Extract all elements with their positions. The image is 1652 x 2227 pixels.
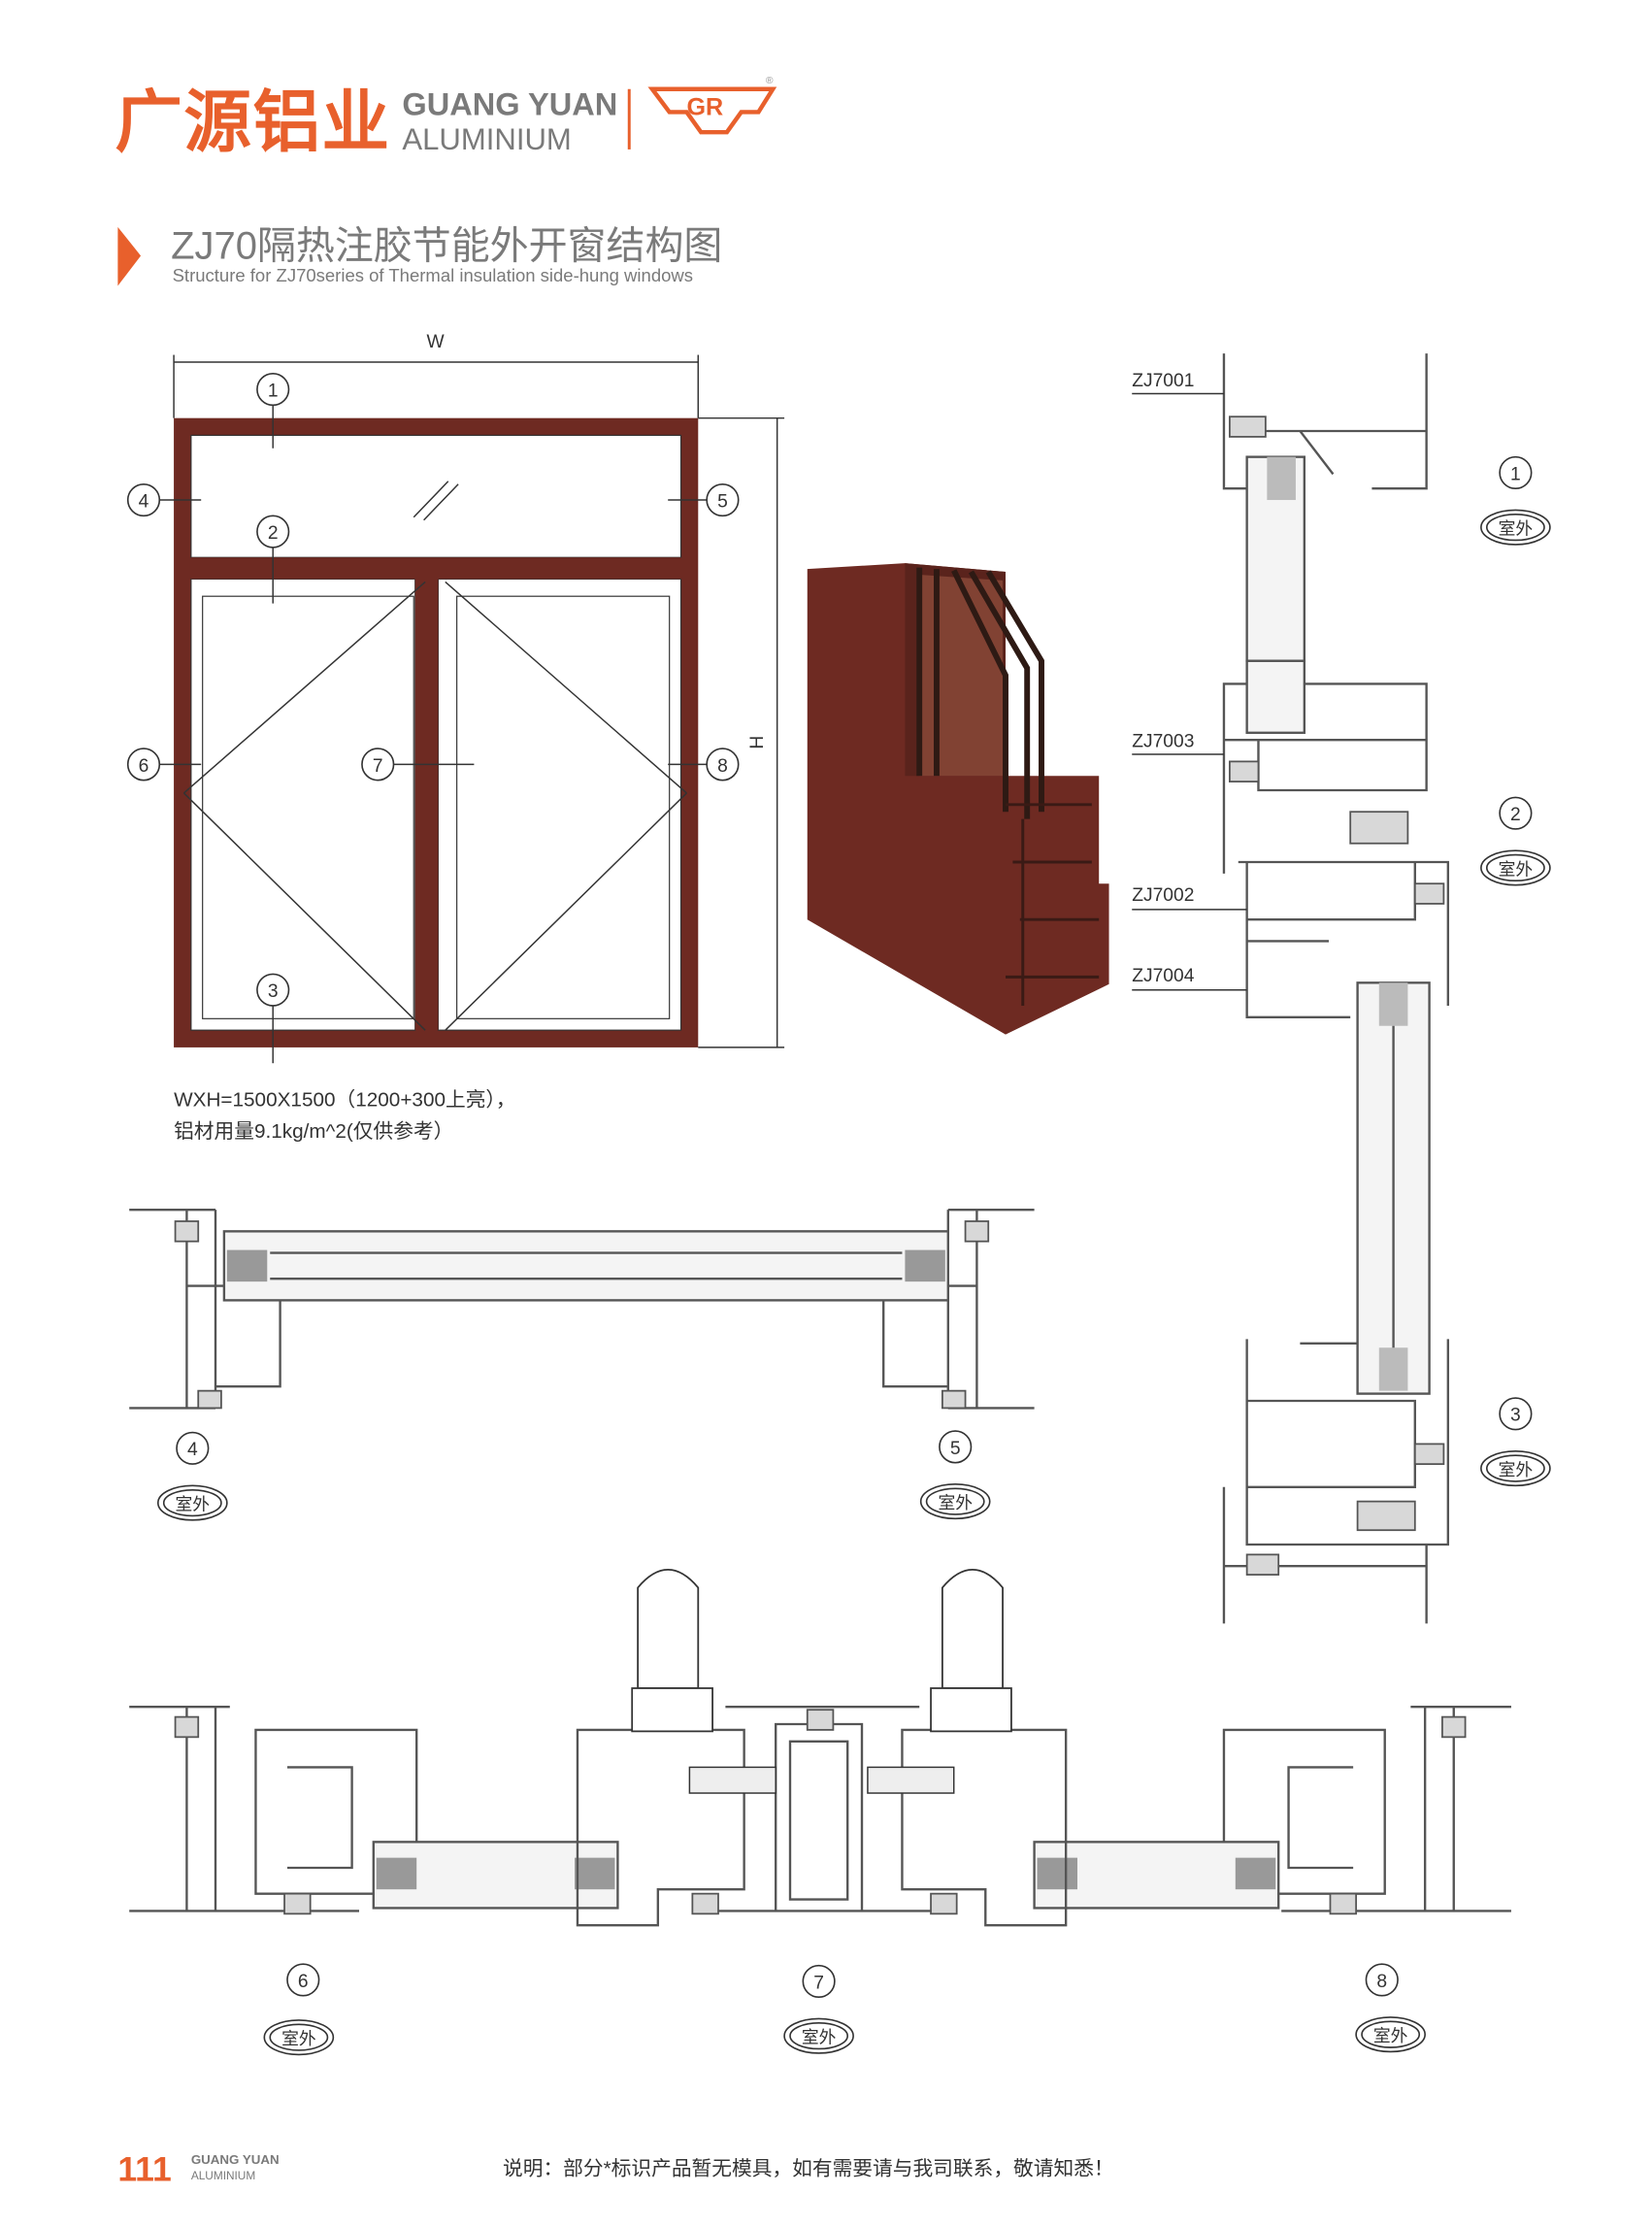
bottom-section-drawing: 6 室外 7 室外 8 室外 (129, 1569, 1511, 2056)
page-subtitle: Structure for ZJ70series of Thermal insu… (173, 265, 693, 285)
brand-english-line2: ALUMINIUM (402, 122, 571, 156)
spec-dimensions: WXH=1500X1500（1200+300上亮）， (174, 1089, 515, 1112)
height-label: H (745, 736, 766, 749)
marker-2: 2 (256, 515, 290, 548)
section-marker-2: 2 (1499, 796, 1533, 830)
marker-4: 4 (126, 482, 161, 517)
page-footer: 111 GUANG YUAN ALUMINIUM 说明：部分*标识产品暂无模具，… (117, 2150, 1113, 2189)
registered-mark: ® (766, 76, 774, 86)
page-number: 111 (117, 2150, 171, 2189)
svg-text:室外: 室外 (802, 2028, 837, 2047)
svg-text:ZJ7002: ZJ7002 (1132, 885, 1194, 906)
section-marker-8: 8 (1365, 1963, 1399, 1997)
section-marker-7: 7 (802, 1964, 836, 1999)
svg-text:3: 3 (268, 981, 279, 1002)
svg-text:2: 2 (268, 523, 279, 544)
svg-text:7: 7 (373, 756, 383, 777)
section-marker-4: 4 (176, 1431, 210, 1465)
svg-text:ZJ7004: ZJ7004 (1132, 966, 1194, 986)
svg-text:8: 8 (717, 756, 728, 777)
marker-3: 3 (256, 973, 290, 1007)
marker-7: 7 (361, 748, 395, 781)
brand-header: 广源铝业 GUANG YUAN ALUMINIUM GR ® (115, 76, 777, 159)
section-marker-5: 5 (939, 1430, 973, 1464)
outdoor-badge: 室外 (263, 2019, 335, 2056)
outdoor-badge: 室外 (783, 2017, 854, 2054)
vertical-section-drawing: ZJ7001 ZJ7003 ZJ7002 ZJ7004 1 室外 2 室外 3 … (1132, 353, 1551, 1624)
svg-text:室外: 室外 (1373, 2026, 1408, 2045)
window-elevation: W H 1 2 3 4 5 6 7 8 WXH=1500X (126, 332, 785, 1143)
marker-6: 6 (126, 748, 161, 781)
logo-text: GR (686, 93, 723, 120)
profile-3d-render (807, 563, 1109, 1035)
svg-text:ZJ7001: ZJ7001 (1132, 371, 1194, 391)
profile-label-zj7001: ZJ7001 (1132, 371, 1224, 395)
marker-5: 5 (706, 482, 740, 517)
profile-label-zj7004: ZJ7004 (1132, 966, 1247, 991)
page-title: ZJ70隔热注胶节能外开窗结构图 (171, 224, 722, 267)
svg-text:室外: 室外 (1499, 1460, 1534, 1479)
brand-chinese-name: 广源铝业 (115, 83, 390, 159)
brand-divider (627, 88, 631, 150)
outdoor-badge: 室外 (1480, 1449, 1551, 1487)
marker-1: 1 (256, 372, 290, 407)
section-marker-3: 3 (1499, 1397, 1533, 1431)
brand-logo-icon: GR ® (647, 76, 777, 135)
svg-text:6: 6 (298, 1972, 309, 1992)
svg-text:1: 1 (1510, 464, 1521, 484)
svg-text:7: 7 (813, 1973, 824, 1993)
horizontal-section-drawing: 4 室外 5 室外 (129, 1208, 1035, 1521)
svg-text:室外: 室外 (176, 1494, 211, 1513)
svg-text:5: 5 (717, 491, 728, 512)
svg-text:4: 4 (187, 1440, 198, 1460)
outdoor-badge: 室外 (1480, 849, 1551, 886)
profile-label-zj7002: ZJ7002 (1132, 885, 1247, 911)
svg-text:室外: 室外 (1499, 859, 1534, 879)
svg-text:8: 8 (1376, 1972, 1387, 1992)
svg-text:5: 5 (950, 1439, 961, 1459)
svg-text:室外: 室外 (938, 1493, 973, 1512)
svg-text:6: 6 (139, 756, 149, 777)
outdoor-badge: 室外 (156, 1484, 228, 1521)
handle-icon (867, 1569, 1012, 1794)
svg-text:室外: 室外 (1499, 519, 1534, 539)
footer-brand-line1: GUANG YUAN (191, 2152, 280, 2167)
marker-8: 8 (706, 748, 740, 781)
brand-english-line1: GUANG YUAN (402, 86, 617, 121)
profile-label-zj7003: ZJ7003 (1132, 732, 1224, 755)
svg-text:室外: 室外 (281, 2029, 316, 2048)
svg-text:3: 3 (1510, 1406, 1521, 1426)
outdoor-badge: 室外 (1480, 509, 1551, 546)
footer-brand-line2: ALUMINIUM (191, 2169, 255, 2182)
section-marker-1: 1 (1499, 455, 1533, 490)
footer-note: 说明：部分*标识产品暂无模具，如有需要请与我司联系，敬请知悉！ (503, 2158, 1114, 2180)
svg-text:2: 2 (1510, 805, 1521, 825)
svg-text:1: 1 (268, 381, 279, 401)
svg-text:4: 4 (139, 491, 149, 512)
outdoor-badge: 室外 (1355, 2016, 1426, 2053)
spec-material-usage: 铝材用量9.1kg/m^2(仅供参考） (174, 1120, 453, 1143)
title-arrow-icon (117, 226, 142, 286)
outdoor-badge: 室外 (919, 1483, 991, 1520)
section-marker-6: 6 (286, 1963, 320, 1997)
svg-text:ZJ7003: ZJ7003 (1132, 732, 1194, 752)
width-label: W (427, 332, 446, 352)
handle-icon (631, 1569, 776, 1794)
